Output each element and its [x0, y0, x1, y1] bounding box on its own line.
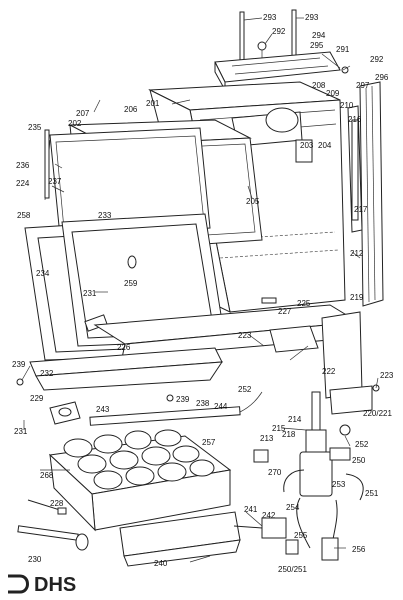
callout-c292b: 292 — [370, 55, 384, 64]
callout-c228: 228 — [50, 499, 64, 508]
callout-c250a: 250 — [352, 456, 366, 465]
callout-c233: 233 — [98, 211, 112, 220]
callout-c229: 229 — [30, 394, 44, 403]
callout-c201: 201 — [146, 99, 160, 108]
callout-c207: 207 — [76, 109, 90, 118]
callout-c225: 225 — [297, 299, 311, 308]
callout-c216: 216 — [348, 115, 362, 124]
callout-c232: 232 — [40, 369, 54, 378]
callout-c294: 294 — [312, 31, 326, 40]
callout-c231b: 231 — [14, 427, 28, 436]
callout-c212: 212 — [350, 249, 364, 258]
callout-c219: 219 — [350, 293, 364, 302]
callout-c252a: 252 — [238, 385, 252, 394]
callout-c213: 213 — [260, 434, 274, 443]
callout-c250b: 250/251 — [278, 565, 307, 574]
callout-c224: 224 — [16, 179, 30, 188]
callout-c257: 257 — [202, 438, 216, 447]
callout-c244: 244 — [214, 402, 228, 411]
callout-c253: 253 — [332, 480, 346, 489]
callout-c230: 230 — [28, 555, 42, 564]
callout-c291: 291 — [336, 45, 350, 54]
callout-c252b: 252 — [355, 440, 369, 449]
callout-c214: 214 — [288, 415, 302, 424]
callout-c239b: 239 — [176, 395, 190, 404]
callout-c215: 215 — [272, 424, 286, 433]
callout-c296: 296 — [375, 73, 389, 82]
callout-c295: 295 — [310, 41, 324, 50]
callout-c202: 202 — [68, 119, 82, 128]
callout-c270: 270 — [268, 468, 282, 477]
side-panel — [347, 81, 384, 307]
callout-c293b: 293 — [305, 13, 319, 22]
fuel-bed — [48, 429, 232, 532]
callout-c235: 235 — [28, 123, 42, 132]
callout-c203: 203 — [300, 141, 314, 150]
bottom-rail — [16, 347, 223, 402]
coal-coals — [63, 429, 215, 490]
callout-c239a: 239 — [12, 360, 26, 369]
right-bracket — [321, 311, 380, 415]
callout-c210: 210 — [340, 101, 354, 110]
callout-c268: 268 — [40, 471, 54, 480]
callout-c217: 217 — [354, 205, 368, 214]
callout-c236: 236 — [16, 161, 30, 170]
callout-c292a: 292 — [272, 27, 286, 36]
callout-c254: 254 — [286, 503, 300, 512]
callout-c251: 251 — [365, 489, 379, 498]
callout-c220: 220/221 — [363, 409, 392, 418]
callout-c206: 206 — [124, 105, 138, 114]
burner-bar — [49, 391, 263, 426]
diagram-lineart: DHS — [8, 9, 384, 596]
top-hood — [214, 51, 341, 92]
callout-c243: 243 — [96, 405, 110, 414]
callout-c241: 241 — [244, 505, 258, 514]
gas-valve-assembly — [233, 391, 364, 561]
callout-c255: 255 — [294, 531, 308, 540]
callout-c223b: 223 — [380, 371, 394, 380]
callout-c258: 258 — [17, 211, 31, 220]
callout-c223a: 223 — [238, 331, 252, 340]
callout-c204: 204 — [318, 141, 332, 150]
callout-c234: 234 — [36, 269, 50, 278]
callout-c222: 222 — [322, 367, 336, 376]
burner-base — [119, 511, 241, 567]
callout-c256: 256 — [352, 545, 366, 554]
dhs-logo: DHS — [8, 574, 76, 596]
callout-c240: 240 — [154, 559, 168, 568]
callout-c238: 238 — [196, 399, 210, 408]
callout-c231a: 231 — [83, 289, 97, 298]
callout-c209: 209 — [326, 89, 340, 98]
callout-c237: 237 — [48, 177, 62, 186]
screws — [17, 499, 89, 551]
callout-c226: 226 — [117, 343, 131, 352]
callout-c227: 227 — [278, 307, 292, 316]
callout-c205: 205 — [246, 197, 260, 206]
callout-c297: 297 — [356, 81, 370, 90]
callout-c293a: 293 — [263, 13, 277, 22]
logo-text: DHS — [34, 574, 76, 596]
callout-c259: 259 — [124, 279, 138, 288]
door-frame-258 — [24, 213, 226, 361]
base-tray — [93, 297, 360, 359]
callout-c218: 218 — [282, 430, 296, 439]
callout-c208: 208 — [312, 81, 326, 90]
callout-c242: 242 — [262, 511, 276, 520]
leader-lines — [21, 17, 379, 563]
